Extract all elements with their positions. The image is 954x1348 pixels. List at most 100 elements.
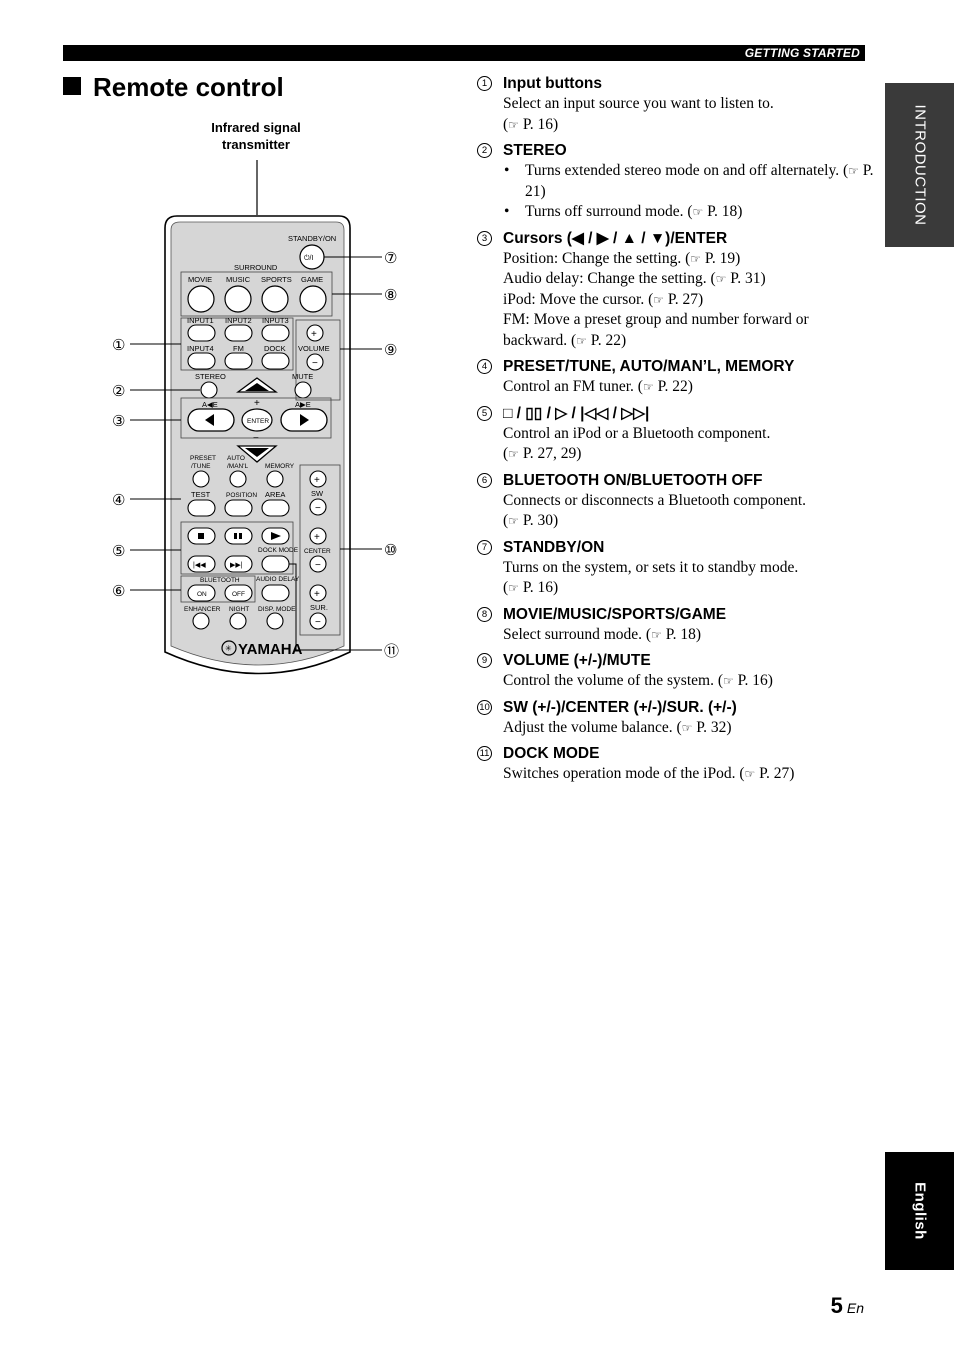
item-title: Input buttons <box>503 75 602 92</box>
label-enhancer: ENHANCER <box>184 606 221 613</box>
item-number: 9 <box>477 653 492 668</box>
item-bullet: Turns off surround mode. (☞ P. 18) <box>503 202 876 223</box>
item-text-line: (☞ P. 16) <box>503 115 559 133</box>
item-text-line: (☞ P. 30) <box>503 512 559 529</box>
svg-text:AUTO: AUTO <box>227 455 245 462</box>
callout-6: ⑥ <box>112 583 125 600</box>
page-reference-icon: ☞ <box>508 117 519 132</box>
label-music: MUSIC <box>226 275 251 284</box>
page-reference-icon: ☞ <box>642 380 654 394</box>
item-text-line: Control an FM tuner. (☞ P. 22) <box>503 378 693 395</box>
language-tab-label: English <box>911 1182 928 1240</box>
page-reference-icon: ☞ <box>651 627 662 642</box>
item-text-line: Adjust the volume balance. (☞ P. 32) <box>503 718 732 736</box>
page-reference-icon: ☞ <box>690 251 702 266</box>
item-number: 8 <box>477 606 492 622</box>
svg-text:+: + <box>254 398 260 409</box>
page-reference-icon: ☞ <box>692 205 704 219</box>
svg-text:/TUNE: /TUNE <box>191 463 211 470</box>
svg-text:+: + <box>314 589 320 600</box>
callout-11: ⑪ <box>384 643 399 660</box>
item-text-line: Switches operation mode of the iPod. (☞ … <box>503 765 795 782</box>
label-position: POSITION <box>226 492 257 499</box>
item-text-line: (☞ P. 27, 29) <box>503 445 582 462</box>
item-bullet: Turns extended stereo mode on and off al… <box>503 161 876 202</box>
page-reference-icon: ☞ <box>653 292 665 307</box>
item-number: 5 <box>477 405 492 421</box>
stereo-button <box>200 381 218 399</box>
label-disp-mode: DISP. MODE <box>258 606 296 613</box>
mute-button <box>294 381 312 399</box>
item-number: 2 <box>477 143 492 158</box>
game-button <box>299 285 327 313</box>
label-fm: FM <box>233 344 244 353</box>
label-movie: MOVIE <box>188 275 212 284</box>
header-bar: GETTING STARTED <box>63 45 865 61</box>
item-number: 11 <box>477 746 492 761</box>
language-tab-english: English <box>885 1152 954 1270</box>
label-standby: STANDBY/ON <box>288 234 336 243</box>
item-text-line: iPod: Move the cursor. (☞ P. 27) <box>503 290 704 308</box>
page-reference-icon: ☞ <box>508 581 519 595</box>
item-title: Cursors (◀ / ▶ / ▲ / ▼)/ENTER <box>503 229 728 247</box>
item-number: 4 <box>477 359 492 374</box>
item-title: PRESET/TUNE, AUTO/MAN’L, MEMORY <box>503 358 795 375</box>
callout-3: ③ <box>112 413 125 430</box>
label-mute: MUTE <box>292 372 313 381</box>
item-text-line: (☞ P. 16) <box>503 579 559 596</box>
item-title: □ / ▯▯ / ▷ / |◁◁ / ▷▷| <box>503 404 650 422</box>
description-item: 4 PRESET/TUNE, AUTO/MAN’L, MEMORY Control … <box>476 357 876 398</box>
page-title-text: Remote control <box>93 72 284 102</box>
callout-5: ⑤ <box>112 543 125 560</box>
item-text-line: Control an iPod or a Bluetooth component… <box>503 424 771 442</box>
item-text-line: Connects or disconnects a Bluetooth comp… <box>503 491 807 509</box>
page-reference-icon: ☞ <box>508 514 519 528</box>
svg-text:+: + <box>314 475 320 486</box>
label-sw: SW <box>311 489 324 498</box>
page-reference-icon: ☞ <box>848 164 859 178</box>
page-lang-code: En <box>846 1300 864 1316</box>
svg-text:PRESET: PRESET <box>190 455 216 462</box>
label-surround: SURROUND <box>234 263 278 272</box>
label-game: GAME <box>301 275 323 284</box>
svg-text:A◀E: A◀E <box>202 400 218 409</box>
svg-text:−: − <box>253 433 259 444</box>
svg-text:⏻/I: ⏻/I <box>304 254 313 262</box>
movie-button <box>187 285 215 313</box>
svg-text:+: + <box>311 329 317 340</box>
label-enter: ENTER <box>247 418 269 425</box>
label-area: AREA <box>265 490 285 499</box>
callout-10: ⑩ <box>384 542 397 559</box>
svg-text:−: − <box>315 503 321 514</box>
svg-text:▶▶|: ▶▶| <box>230 562 243 569</box>
callout-7: ⑦ <box>384 250 397 267</box>
item-text-line: Select an input source you want to liste… <box>503 95 774 112</box>
label-input2: INPUT2 <box>225 316 252 325</box>
item-title: DOCK MODE <box>503 745 600 762</box>
svg-text:+: + <box>314 532 320 543</box>
svg-text:−: − <box>315 560 321 571</box>
item-title: STANDBY/ON <box>503 538 605 556</box>
item-title: STEREO <box>503 142 567 159</box>
label-memory: MEMORY <box>265 463 295 470</box>
section-tab-label: INTRODUCTION <box>911 104 928 226</box>
svg-text:−: − <box>315 617 321 628</box>
page-reference-icon: ☞ <box>715 272 727 286</box>
label-input4: INPUT4 <box>187 344 214 353</box>
item-text-line: FM: Move a preset group and number forwa… <box>503 311 809 349</box>
svg-text:/MAN'L: /MAN'L <box>227 463 248 470</box>
item-number: 10 <box>477 699 492 715</box>
page-reference-icon: ☞ <box>681 720 693 735</box>
label-volume: VOLUME <box>298 344 330 353</box>
item-title: BLUETOOTH ON/BLUETOOTH OFF <box>503 471 763 489</box>
item-heading: 5 □ / ▯▯ / ▷ / |◁◁ / ▷▷| <box>476 404 876 424</box>
section-tab-introduction: INTRODUCTION <box>885 83 954 247</box>
item-title: MOVIE/MUSIC/SPORTS/GAME <box>503 605 727 623</box>
label-night: NIGHT <box>229 606 249 613</box>
